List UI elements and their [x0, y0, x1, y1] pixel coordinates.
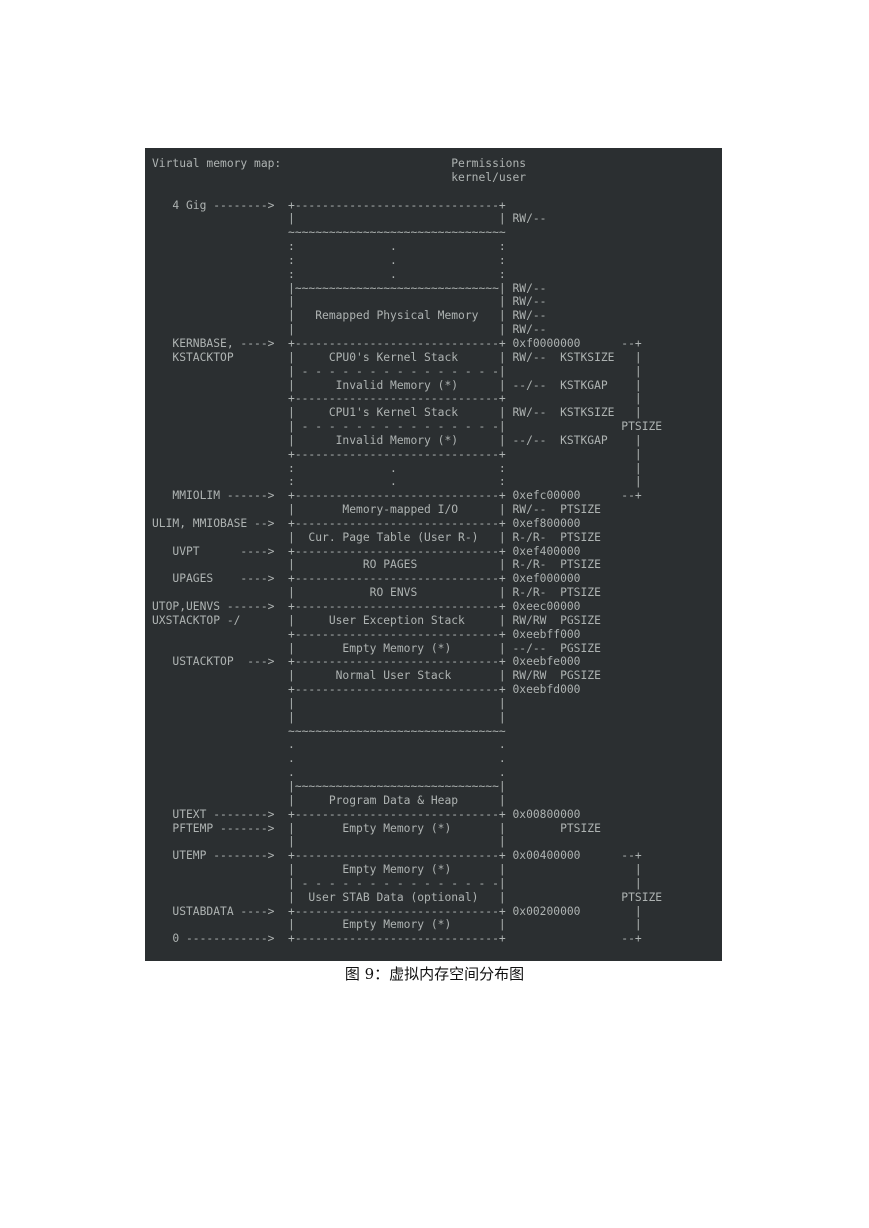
- memory-map-line: | Cur. Page Table (User R-) | R-/R- PTSI…: [152, 530, 601, 544]
- memory-map-line: | Empty Memory (*) | |: [152, 918, 642, 932]
- memory-map-line: USTACKTOP ---> +------------------------…: [152, 655, 581, 669]
- memory-map-code-block: Virtual memory map: Permissions kernel/u…: [152, 157, 662, 946]
- memory-map-line: | - - - - - - - - - - - - - - -| |: [152, 364, 642, 378]
- memory-map-line: kernel/user: [152, 170, 527, 184]
- memory-map-line: +------------------------------+ 0xeebff…: [152, 627, 581, 641]
- memory-map-line: | - - - - - - - - - - - - - - -| |: [152, 876, 642, 890]
- memory-map-line: | |: [152, 835, 506, 849]
- memory-map-line: | Remapped Physical Memory | RW/--: [152, 309, 547, 323]
- memory-map-line: MMIOLIM ------> +-----------------------…: [152, 489, 642, 503]
- virtual-memory-map-figure: Virtual memory map: Permissions kernel/u…: [145, 148, 722, 961]
- memory-map-line: | CPU1's Kernel Stack | RW/-- KSTKSIZE |: [152, 406, 642, 420]
- memory-map-line: UTEXT --------> +-----------------------…: [152, 807, 581, 821]
- memory-map-line: | RO ENVS | R-/R- PTSIZE: [152, 586, 601, 600]
- memory-map-line: . .: [152, 766, 506, 780]
- memory-map-line: 4 Gig --------> +-----------------------…: [152, 198, 506, 212]
- memory-map-line: : . :: [152, 267, 506, 281]
- memory-map-line: | Invalid Memory (*) | --/-- KSTKGAP |: [152, 378, 642, 392]
- memory-map-line: UPAGES ----> +--------------------------…: [152, 572, 581, 586]
- memory-map-line: | Memory-mapped I/O | RW/-- PTSIZE: [152, 503, 601, 517]
- memory-map-line: | | RW/--: [152, 295, 547, 309]
- memory-map-line: | | RW/--: [152, 212, 547, 226]
- memory-map-line: USTABDATA ----> +-----------------------…: [152, 904, 642, 918]
- memory-map-line: UVPT ----> +----------------------------…: [152, 544, 581, 558]
- memory-map-line: KSTACKTOP | CPU0's Kernel Stack | RW/-- …: [152, 350, 642, 364]
- memory-map-line: | Normal User Stack | RW/RW PGSIZE: [152, 669, 601, 683]
- memory-map-line: . .: [152, 752, 506, 766]
- memory-map-line: | User STAB Data (optional) | PTSIZE: [152, 890, 663, 904]
- memory-map-line: |~~~~~~~~~~~~~~~~~~~~~~~~~~~~~~|: [152, 779, 506, 793]
- memory-map-line: . .: [152, 738, 506, 752]
- memory-map-line: +------------------------------+ |: [152, 447, 642, 461]
- memory-map-line: : . : |: [152, 475, 642, 489]
- memory-map-line: 0 ------------> +-----------------------…: [152, 932, 642, 946]
- figure-caption: 图 9：虚拟内存空间分布图: [344, 965, 525, 983]
- memory-map-line: Virtual memory map: Permissions: [152, 157, 527, 170]
- memory-map-line: | Empty Memory (*) | |: [152, 863, 642, 877]
- memory-map-line: PFTEMP -------> | Empty Memory (*) | PTS…: [152, 821, 601, 835]
- memory-map-line: ~~~~~~~~~~~~~~~~~~~~~~~~~~~~~~~~: [152, 724, 506, 738]
- memory-map-line: KERNBASE, ----> +-----------------------…: [152, 336, 642, 350]
- memory-map-line: | Invalid Memory (*) | --/-- KSTKGAP |: [152, 433, 642, 447]
- memory-map-line: | | RW/--: [152, 323, 547, 337]
- memory-map-line: ~~~~~~~~~~~~~~~~~~~~~~~~~~~~~~~~: [152, 226, 506, 240]
- memory-map-line: +------------------------------+ 0xeebfd…: [152, 683, 581, 697]
- memory-map-line: | RO PAGES | R-/R- PTSIZE: [152, 558, 601, 572]
- memory-map-line: : . :: [152, 240, 506, 254]
- memory-map-line: +------------------------------+ |: [152, 392, 642, 406]
- memory-map-line: | Program Data & Heap |: [152, 793, 506, 807]
- memory-map-line: ULIM, MMIOBASE --> +--------------------…: [152, 516, 581, 530]
- memory-map-line: |~~~~~~~~~~~~~~~~~~~~~~~~~~~~~~| RW/--: [152, 281, 547, 295]
- memory-map-line: UXSTACKTOP -/ | User Exception Stack | R…: [152, 613, 601, 627]
- memory-map-line: | |: [152, 710, 506, 724]
- memory-map-line: : . : |: [152, 461, 642, 475]
- memory-map-line: : . :: [152, 253, 506, 267]
- memory-map-line: | |: [152, 696, 506, 710]
- memory-map-line: UTOP,UENVS ------> +--------------------…: [152, 600, 581, 613]
- memory-map-line: | - - - - - - - - - - - - - - -| PTSIZE: [152, 420, 663, 434]
- memory-map-line: [152, 185, 662, 199]
- memory-map-line: | Empty Memory (*) | --/-- PGSIZE: [152, 641, 601, 655]
- memory-map-line: UTEMP --------> +-----------------------…: [152, 849, 642, 863]
